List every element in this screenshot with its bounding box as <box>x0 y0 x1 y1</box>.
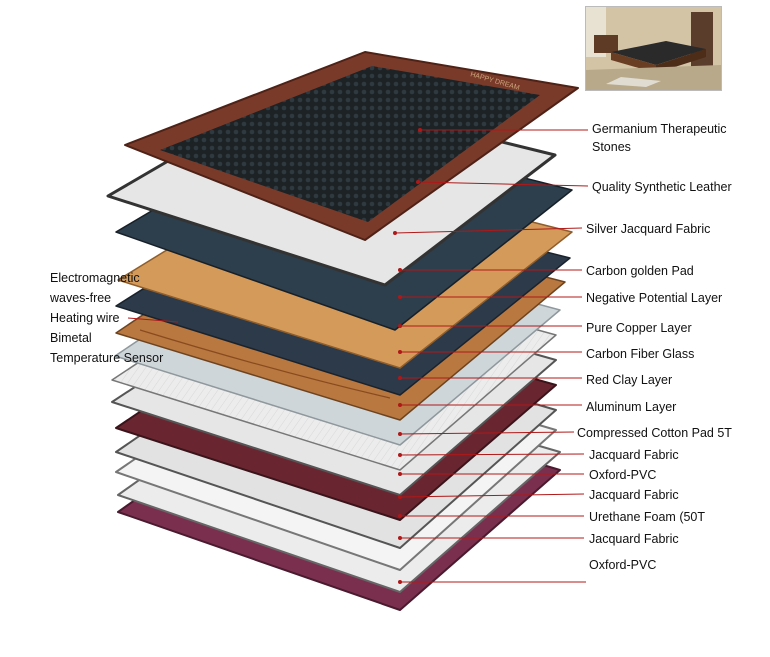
label-red-clay: Red Clay Layer <box>586 373 673 387</box>
leader-dot <box>398 268 402 272</box>
label-stones: Stones <box>592 140 631 154</box>
label-oxford-pvc-2: Oxford-PVC <box>589 558 657 572</box>
label-urethane-foam: Urethane Foam (50T <box>589 510 706 524</box>
left-label: waves-free <box>50 291 112 305</box>
label-carbon-golden-pad: Carbon golden Pad <box>586 264 694 278</box>
leader-dot <box>398 295 402 299</box>
label-jacquard-3: Jacquard Fabric <box>589 532 679 546</box>
label-pure-copper: Pure Copper Layer <box>586 321 692 335</box>
label-compressed-cotton: Compressed Cotton Pad 5T <box>577 426 732 440</box>
leader-dot <box>398 536 402 540</box>
leader-dot <box>398 403 402 407</box>
leader-dot <box>398 324 402 328</box>
leader-dot <box>398 580 402 584</box>
label-silver-jacquard: Silver Jacquard Fabric <box>586 222 711 236</box>
label-synthetic-leather: Quality Synthetic Leather <box>592 180 732 194</box>
leader-dot <box>398 514 402 518</box>
bedroom-photo <box>585 6 722 91</box>
label-jacquard-2: Jacquard Fabric <box>589 488 679 502</box>
left-label: Temperature Sensor <box>50 351 164 365</box>
label-negative-potential: Negative Potential Layer <box>586 291 723 305</box>
label-germanium-stones: Germanium Therapeutic <box>592 122 727 136</box>
left-label: Bimetal <box>50 331 92 345</box>
leader-dot <box>398 350 402 354</box>
left-label-group: Electromagnetic waves-free Heating wire … <box>50 268 163 368</box>
leader-line <box>399 453 585 456</box>
leader-line <box>399 493 585 498</box>
layer-synthetic-leather: HAPPY DREAM <box>124 51 579 241</box>
leader-dot <box>398 376 402 380</box>
leader-dot <box>398 495 402 499</box>
leader-lines <box>127 128 589 584</box>
leader-dot <box>398 472 402 476</box>
leader-dot <box>418 128 422 132</box>
left-label: Heating wire <box>50 311 120 325</box>
label-aluminum: Aluminum Layer <box>586 400 677 414</box>
leader-dot <box>416 180 420 184</box>
label-oxford-pvc-1: Oxford-PVC <box>589 468 657 482</box>
leader-line <box>417 181 589 187</box>
leader-line-left <box>127 317 179 323</box>
leader-dot <box>398 432 402 436</box>
leader-dot <box>398 453 402 457</box>
left-label: Electromagnetic <box>50 271 140 285</box>
leader-dot <box>393 231 397 235</box>
leader-line <box>394 227 583 234</box>
leader-line <box>399 431 575 435</box>
bedroom-illustration <box>586 7 721 90</box>
label-jacquard-1: Jacquard Fabric <box>589 448 679 462</box>
label-carbon-fiber-glass: Carbon Fiber Glass <box>586 347 695 361</box>
